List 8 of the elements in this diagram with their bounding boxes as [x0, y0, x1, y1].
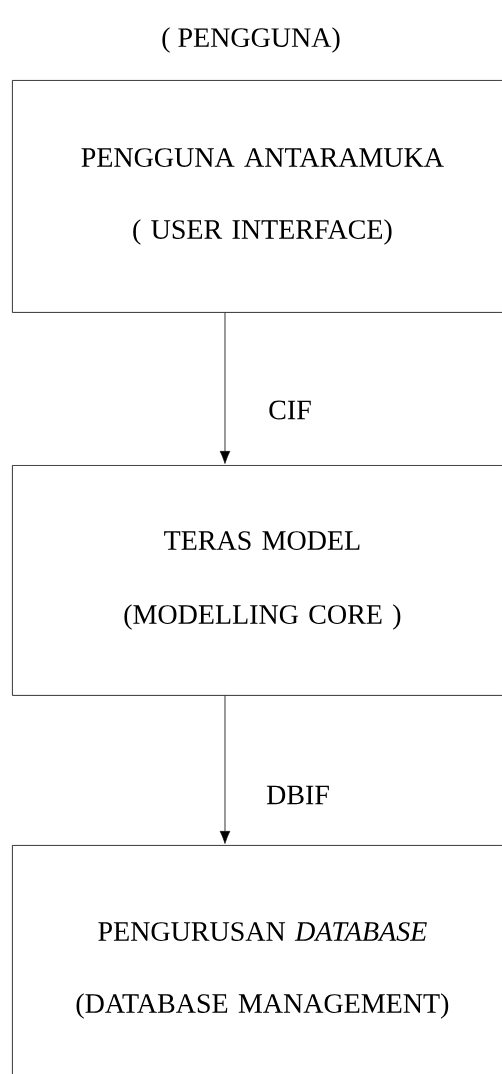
process-box: PENGGUNA ANTARAMUKA ( USER INTERFACE): [12, 80, 502, 313]
arrow: [219, 312, 231, 464]
edge-label: CIF: [267, 399, 313, 421]
process-box: PENGURUSAN DATABASE (DATABASE MANAGEMENT): [12, 845, 502, 1074]
arrow: [219, 695, 231, 844]
title: ( PENGGUNA): [162, 27, 340, 53]
edge-label: DBIF: [265, 784, 331, 806]
process-box: TERAS MODEL (MODELLING CORE ): [12, 465, 502, 696]
